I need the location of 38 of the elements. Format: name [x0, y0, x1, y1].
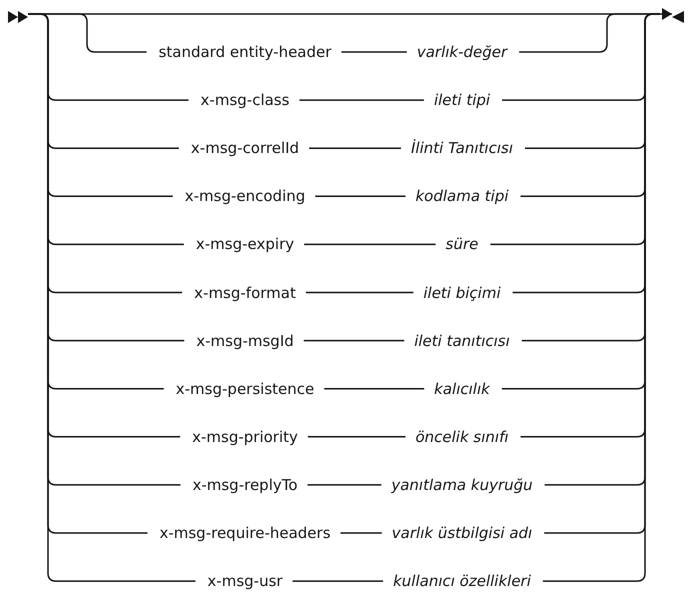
parameter-label: varlık üstbilgisi adı	[392, 523, 532, 543]
keyword-label: x-msg-class	[200, 90, 290, 110]
parameter-label: varlık-değer	[416, 42, 508, 62]
parameter-label: kodlama tipi	[415, 186, 509, 206]
rail-line	[308, 436, 406, 438]
keyword-label: x-msg-format	[194, 282, 296, 302]
parameter-label: kullanıcı özellikleri	[393, 571, 531, 592]
rail-line	[309, 147, 401, 149]
parameter-label: ileti biçimi	[423, 282, 501, 302]
keyword-label: x-msg-expiry	[196, 234, 294, 254]
keyword-label: x-msg-correlId	[190, 138, 300, 158]
rail-line	[304, 244, 436, 246]
parameter-label: süre	[446, 234, 478, 254]
rail-line	[304, 340, 404, 342]
keyword-label: x-msg-require-headers	[159, 523, 331, 543]
keyword-label: x-msg-replyTo	[192, 474, 298, 495]
parameter-label: ileti tanıtıcısı	[414, 330, 510, 351]
keyword-label: standard entity-header	[158, 42, 332, 62]
parameter-label: öncelik sınıfı	[415, 426, 509, 447]
rail-line	[306, 292, 414, 294]
rail-line	[299, 99, 424, 101]
parameter-label: kalıcılık	[434, 378, 490, 399]
rail-line	[341, 51, 407, 53]
keyword-label: x-msg-priority	[192, 426, 298, 447]
parameter-label: İlinti Tanıtıcısı	[411, 138, 513, 158]
keyword-label: x-msg-usr	[207, 571, 283, 592]
rail-line	[308, 484, 382, 486]
keyword-label: x-msg-msgId	[196, 330, 294, 351]
parameter-label: yanıtlama kuyruğu	[391, 474, 533, 495]
rail-line	[315, 196, 406, 198]
end-marker-icon	[672, 8, 684, 20]
keyword-label: x-msg-encoding	[184, 186, 306, 206]
rail-line	[292, 580, 384, 582]
start-marker-icon	[8, 8, 28, 20]
rail-line	[324, 388, 424, 390]
parameter-label: ileti tipi	[434, 90, 490, 110]
rail-line	[340, 532, 382, 534]
keyword-label: x-msg-persistence	[176, 378, 314, 399]
